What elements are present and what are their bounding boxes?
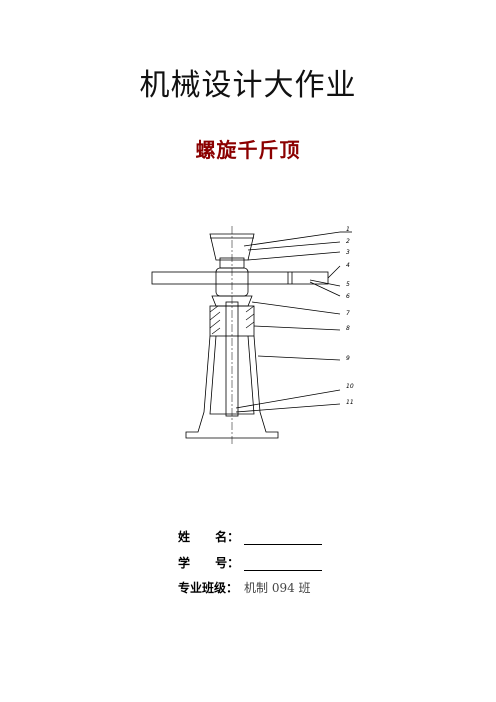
student-id-line — [244, 558, 322, 571]
document-subtitle: 螺旋千斤顶 — [195, 138, 301, 162]
part-number: 6 — [346, 293, 350, 300]
part-number: 9 — [346, 355, 350, 362]
class-label: 专业班级： — [178, 581, 239, 595]
part-number: 7 — [346, 310, 350, 317]
part-number: 8 — [346, 325, 350, 332]
name-field: 姓 名： — [178, 528, 322, 545]
class-field: 专业班级： 机制 094 班 — [178, 579, 311, 596]
part-number: 4 — [346, 262, 350, 269]
part-number: 1 — [346, 226, 350, 233]
name-label: 姓 名： — [178, 530, 240, 544]
part-number: 3 — [346, 249, 350, 256]
part-number: 11 — [346, 399, 354, 406]
part-number: 5 — [346, 281, 350, 288]
screw-jack-drawing: 1 2 3 4 5 6 7 8 9 10 11 — [151, 226, 354, 444]
part-number: 2 — [346, 238, 350, 245]
document-title: 机械设计大作业 — [139, 68, 357, 103]
student-id-label: 学 号： — [178, 556, 240, 570]
student-id-field: 学 号： — [178, 554, 322, 571]
name-line — [244, 532, 322, 545]
part-number: 10 — [346, 383, 354, 390]
class-value: 机制 094 班 — [244, 581, 311, 595]
